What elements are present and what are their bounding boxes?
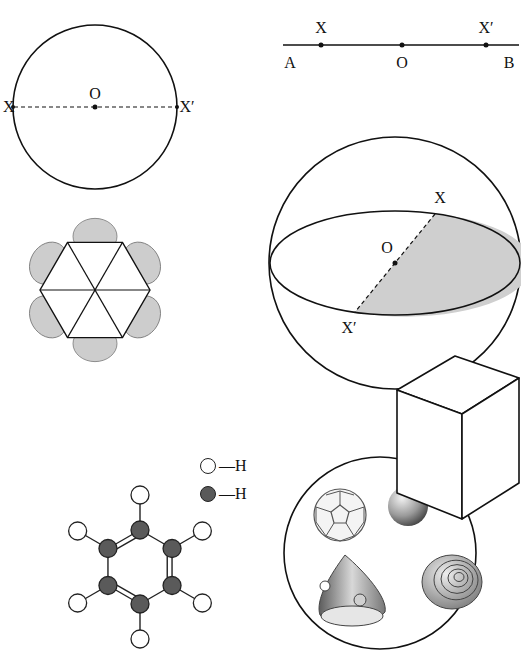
spiral-shell xyxy=(422,555,482,609)
sphere-figure xyxy=(269,137,521,389)
molecule-figure xyxy=(69,486,212,648)
seam-lines xyxy=(316,491,364,541)
center-label: O xyxy=(380,240,394,256)
cube-figure xyxy=(397,356,519,519)
point xyxy=(319,43,324,48)
circle-outline xyxy=(13,25,177,189)
hydrogen-atom xyxy=(131,630,149,648)
hydrogen-atom xyxy=(193,522,211,540)
ring-atom xyxy=(99,577,117,595)
diameter-line xyxy=(355,214,435,312)
legend-swatch xyxy=(200,486,216,502)
double-bond xyxy=(117,538,136,549)
point xyxy=(175,105,179,109)
center-point xyxy=(93,105,98,110)
double-bond xyxy=(117,585,136,596)
ring-atom xyxy=(131,595,149,613)
ring-atom xyxy=(131,521,149,539)
hydrogen-atom xyxy=(193,594,211,612)
shaded-half-disk xyxy=(355,214,521,317)
small-bead xyxy=(354,594,366,606)
shell-whorl xyxy=(441,565,473,594)
hexagon-figure xyxy=(22,218,168,361)
point-label: X′ xyxy=(340,320,357,336)
pentagon-patch xyxy=(331,505,349,523)
shell-whorl xyxy=(454,573,464,582)
point-label: B xyxy=(504,55,515,71)
hexagon-outline xyxy=(40,242,150,337)
football xyxy=(314,489,366,541)
point-label: X xyxy=(315,20,327,36)
point-label: X′ xyxy=(478,20,493,36)
triangle-edge xyxy=(68,242,123,337)
ring-atom xyxy=(163,577,181,595)
hydrogen-atom xyxy=(69,594,87,612)
point-label: A xyxy=(284,55,296,71)
point xyxy=(484,43,489,48)
point-label: X xyxy=(3,99,15,115)
cone-shell xyxy=(319,555,385,626)
triangle-edge xyxy=(68,242,123,337)
cube-side-face xyxy=(462,378,519,519)
shell-whorl xyxy=(448,569,468,587)
cone-rim xyxy=(321,606,383,626)
cone-body xyxy=(319,555,385,625)
segment-figure xyxy=(283,43,519,48)
ring-atom xyxy=(163,540,181,558)
hydrogen-atom xyxy=(131,486,149,504)
equator-ellipse xyxy=(270,211,520,315)
double-bond xyxy=(167,556,168,578)
ring-atom xyxy=(99,540,117,558)
legend-text: —H xyxy=(219,458,247,474)
cube-front-face xyxy=(397,390,462,519)
hydrogen-atom xyxy=(69,522,87,540)
legend-text: —H xyxy=(219,486,247,502)
legend-swatch xyxy=(200,458,216,474)
point-label: X′ xyxy=(179,99,194,115)
center-point xyxy=(393,261,398,266)
circle-figure xyxy=(11,25,179,189)
point-label: X xyxy=(433,190,447,206)
small-bead xyxy=(320,581,330,591)
center-label: O xyxy=(396,55,408,71)
center-label: O xyxy=(89,86,101,102)
ball-outline xyxy=(314,489,366,541)
shell-body xyxy=(422,555,482,609)
point xyxy=(400,43,405,48)
shell-whorl xyxy=(434,560,478,600)
